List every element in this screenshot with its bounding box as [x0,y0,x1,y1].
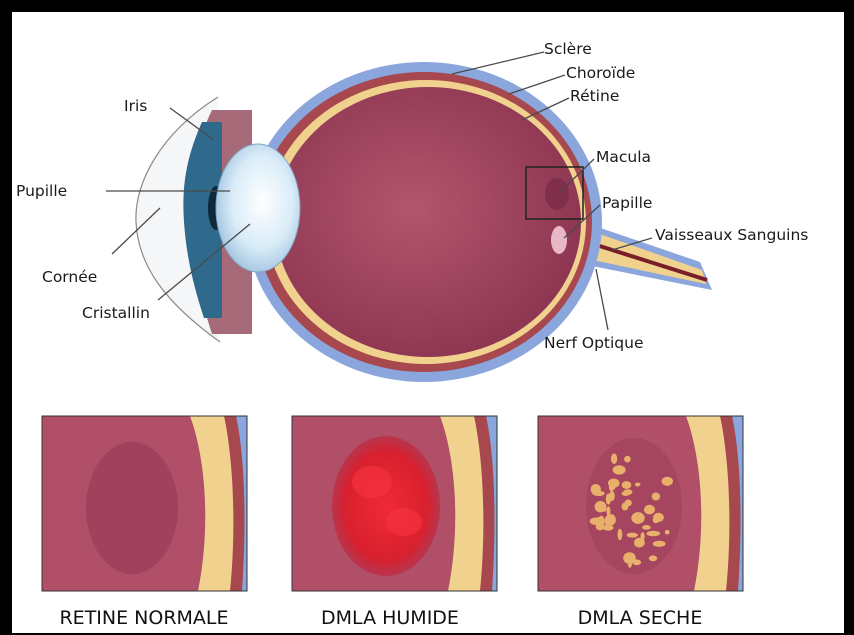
drusen-dot [665,530,670,535]
drusen-dot [595,501,607,512]
drusen-dot [622,503,629,511]
drusen-dot [635,483,641,487]
drusen-dot [606,494,611,505]
panel-wet-amd: DMLA HUMIDE [292,416,497,629]
drusen-dot [635,514,640,518]
normal-macula [86,442,178,574]
optic-disc [551,226,567,254]
macula [545,178,569,210]
label-cornea: Cornée [42,268,97,286]
drusen-dot [628,561,632,568]
diagram-frame: Sclère Choroïde Rétine Iris Pupille Corn… [12,12,844,633]
drusen-dot [607,514,616,525]
drusen-dot [641,532,645,541]
drusen-dot [603,525,614,531]
drusen-dot [624,456,631,463]
drusen-dot [611,453,617,464]
drusen-dot [590,518,603,525]
drusen-dot [627,533,638,538]
panel-normal-retina: RETINE NORMALE [42,416,247,629]
label-blood-vessels: Vaisseaux Sanguins [655,226,808,244]
lens [216,144,300,272]
wet-lesion [332,436,440,576]
drusen-dot [642,525,651,530]
panel-dry-amd: DMLA SECHE [538,416,743,629]
drusen-dot [618,529,623,540]
drusen-dot [622,481,632,489]
drusen-dot [613,465,626,474]
label-macula: Macula [596,148,651,166]
label-choroid: Choroïde [566,64,635,82]
caption-wet-amd: DMLA HUMIDE [321,607,459,629]
label-pupil: Pupille [16,182,67,200]
caption-normal-retina: RETINE NORMALE [59,607,228,629]
label-retina: Rétine [570,87,619,105]
label-lens: Cristallin [82,304,150,322]
label-sclera: Sclère [544,40,592,58]
drusen-dot [644,505,655,515]
label-optic-nerve: Nerf Optique [544,334,644,352]
drusen-dot [609,480,614,492]
drusen-dot [662,477,673,486]
caption-dry-amd: DMLA SECHE [578,607,703,629]
drusen-dot [622,491,630,496]
eye-anatomy-diagram: Sclère Choroïde Rétine Iris Pupille Corn… [12,12,844,633]
drusen-dot [653,517,659,523]
drusen-dot [647,531,661,537]
label-optic-disc: Papille [602,194,652,212]
drusen-dot [591,484,601,495]
vitreous-body [275,87,581,357]
drusen-dot [652,493,660,501]
label-iris: Iris [124,97,147,115]
drusen-dot [653,541,666,547]
drusen-dot [649,555,657,561]
